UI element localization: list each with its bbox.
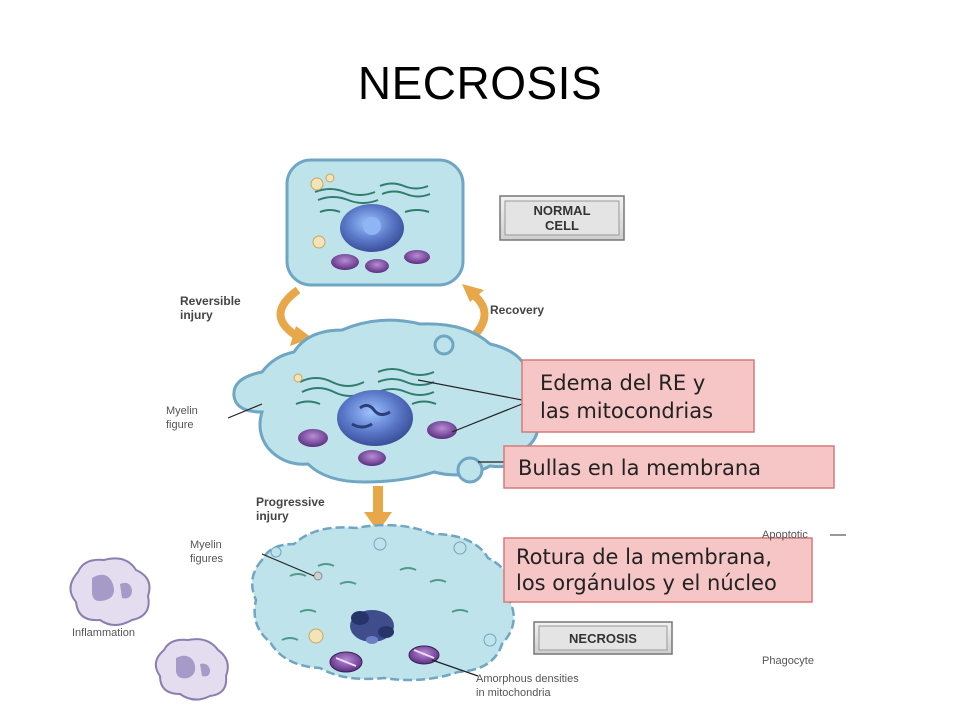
progressive-injury-arrow [364,486,392,532]
normal-cell-label-2: CELL [545,218,579,233]
fragmented-reticulum [281,563,469,641]
swollen-nucleus [337,390,413,446]
myelin-figure-label-2: figure [166,419,194,431]
edema-callout-line-2: las mitocondrias [540,399,713,423]
rotura-callout-line-1: Rotura de la membrana, [516,545,772,569]
swollen-mitochondrion [358,450,386,466]
edema-callout: Edema del RE y las mitocondrias [521,359,755,433]
normal-cell-label-1: NORMAL [533,203,590,218]
inflammatory-cell [69,557,151,626]
rotura-callout-line-2: los orgánulos y el núcleo [516,571,777,595]
necrosis-box-label: NECROSIS [569,631,637,646]
phagocyte-label: Phagocyte [762,655,814,667]
bullas-callout-text: Bullas en la membrana [518,456,761,480]
necrosis-box: NECROSIS [533,621,673,655]
mitochondrion [331,254,359,270]
vesicle [312,235,326,249]
swollen-cell [232,318,542,484]
callout-leader-lines [227,379,523,463]
rotura-callout: Rotura de la membrana, los orgánulos y e… [503,537,813,603]
membrane-bleb [433,334,455,356]
recovery-label: Recovery [490,303,544,317]
page-title: NECROSIS [357,57,603,109]
endoplasmic-reticulum [314,182,431,213]
necrosis-leader-lines [261,553,479,677]
amorphous-label-2: in mitochondria [476,687,551,699]
inflammation-label: Inflammation [72,627,135,639]
myelin-figures-label-2: figures [190,553,224,565]
swollen-mitochondrion [298,429,328,447]
nucleolus [363,217,381,235]
amorphous-label-1: Amorphous densities [476,673,579,685]
mitochondrion [365,259,389,273]
swollen-mitochondrion [427,421,457,439]
apoptotic-label-group: Apoptotic [762,529,846,541]
myelin-figure-label-1: Myelin [166,405,198,417]
progressive-label-2: injury [256,509,289,523]
reversible-label-1: Reversible [180,294,241,308]
apoptotic-label: Apoptotic [762,529,808,541]
necrotic-cell [250,523,515,682]
vesicle [325,173,335,183]
normal-cell [285,158,465,287]
vesicle [293,373,303,383]
inflammatory-cell [154,638,229,701]
edema-callout-line-1: Edema del RE y [540,371,705,395]
normal-cell-box: NORMAL CELL [499,195,625,241]
reversible-label-2: injury [180,308,213,322]
reversible-injury-arrow [276,286,312,346]
mitochondrion [404,250,430,264]
fragmented-nucleus [350,610,394,644]
vesicle [310,177,324,191]
bullas-callout: Bullas en la membrana [503,445,835,489]
membrane-bleb [456,456,484,484]
progressive-label-1: Progressive [256,495,325,509]
myelin-figures-label-1: Myelin [190,539,222,551]
